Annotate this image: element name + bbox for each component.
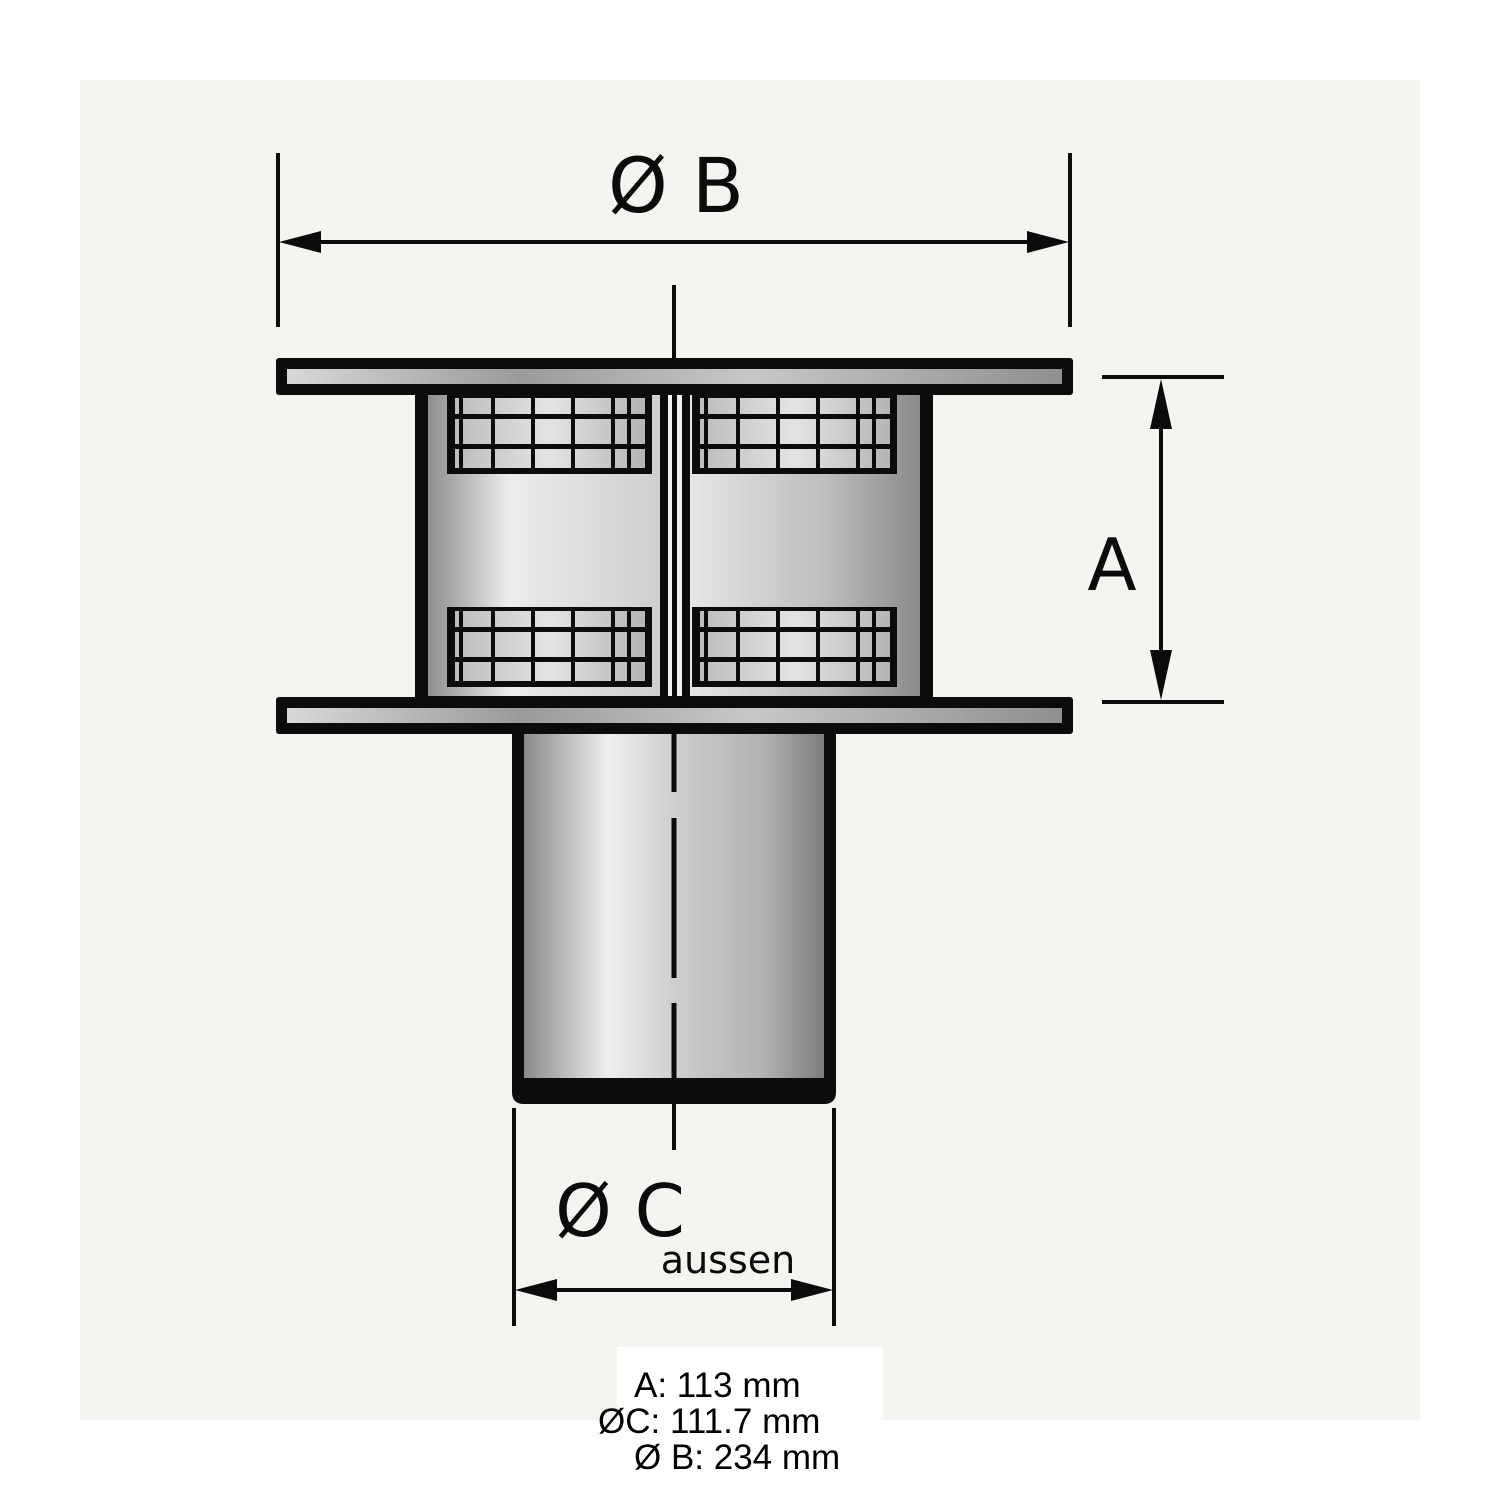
dimension-a: A: [1087, 375, 1224, 704]
connecting-pipe: [512, 733, 836, 1104]
mesh-grille-bottom-left: [447, 607, 652, 687]
dim-c-label: Ø C: [555, 1169, 685, 1253]
dim-b-label: Ø B: [608, 141, 744, 230]
specs-box: [617, 1347, 883, 1420]
top-plate: [276, 358, 1073, 395]
mesh-grille-top-left: [447, 394, 652, 474]
spec-b: Ø B: 234 mm: [634, 1438, 841, 1477]
mesh-grille-bottom-right: [692, 607, 897, 687]
mesh-grille-top-right: [692, 394, 897, 474]
bottom-plate: [276, 697, 1073, 734]
dim-a-label: A: [1087, 523, 1136, 607]
arrow-up-icon: [1150, 379, 1172, 429]
arrow-right-icon: [791, 1279, 833, 1301]
arrow-left-icon: [515, 1279, 557, 1301]
arrow-down-icon: [1150, 650, 1172, 700]
spec-c: ØC: 111.7 mm: [598, 1402, 821, 1441]
arrow-left-icon: [279, 231, 321, 253]
dim-c-subscript: aussen: [661, 1238, 795, 1282]
dimension-b: Ø B: [276, 141, 1072, 327]
dimension-c: Ø C aussen: [512, 1108, 836, 1326]
arrow-right-icon: [1027, 231, 1069, 253]
spec-a: A: 113 mm: [634, 1366, 801, 1405]
